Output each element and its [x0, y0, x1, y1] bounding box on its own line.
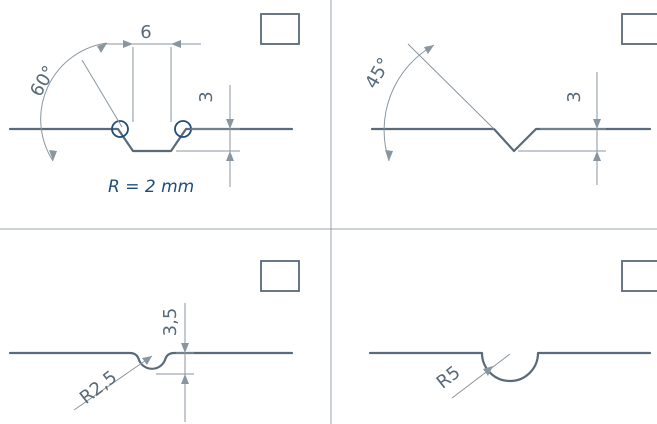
angle-label-60: 60°: [26, 62, 60, 100]
checkbox-bottom-right[interactable]: [621, 260, 657, 292]
round-groove-profile-small: [8, 351, 294, 370]
angle-arc-45: [383, 44, 435, 162]
checkbox-top-left[interactable]: [260, 13, 300, 45]
angle-leader-45: [407, 43, 495, 130]
panel-bottom-left: R2,5 3,5: [8, 260, 300, 422]
checkbox-top-right[interactable]: [621, 13, 657, 45]
angle-arc-60: [40, 42, 108, 162]
angle-leader-60: [81, 59, 123, 128]
radius-leader-large: [451, 353, 511, 399]
checkbox-bottom-left[interactable]: [260, 260, 300, 292]
depth-label: 3: [196, 91, 217, 102]
panel-top-left: 6 60° 3 R = 2 mm: [8, 13, 300, 197]
radius-leader-small: [73, 355, 153, 411]
radius-note: R = 2 mm: [108, 177, 194, 197]
width-label: 6: [140, 22, 151, 43]
radius-marker-left: [111, 120, 129, 138]
depth-label-right: 3: [564, 91, 585, 102]
angle-label-45: 45°: [361, 54, 395, 92]
trapezoid-groove-profile: [8, 127, 294, 153]
radius-label-large: R5: [433, 362, 465, 393]
panel-bottom-right: R5: [368, 260, 657, 399]
panel-top-right: 45° 3: [361, 13, 657, 185]
v-groove-profile: [370, 127, 652, 153]
depth-label-small: 3,5: [160, 308, 181, 337]
radius-label-small: R2,5: [76, 367, 121, 409]
round-groove-profile-large: [368, 351, 652, 383]
